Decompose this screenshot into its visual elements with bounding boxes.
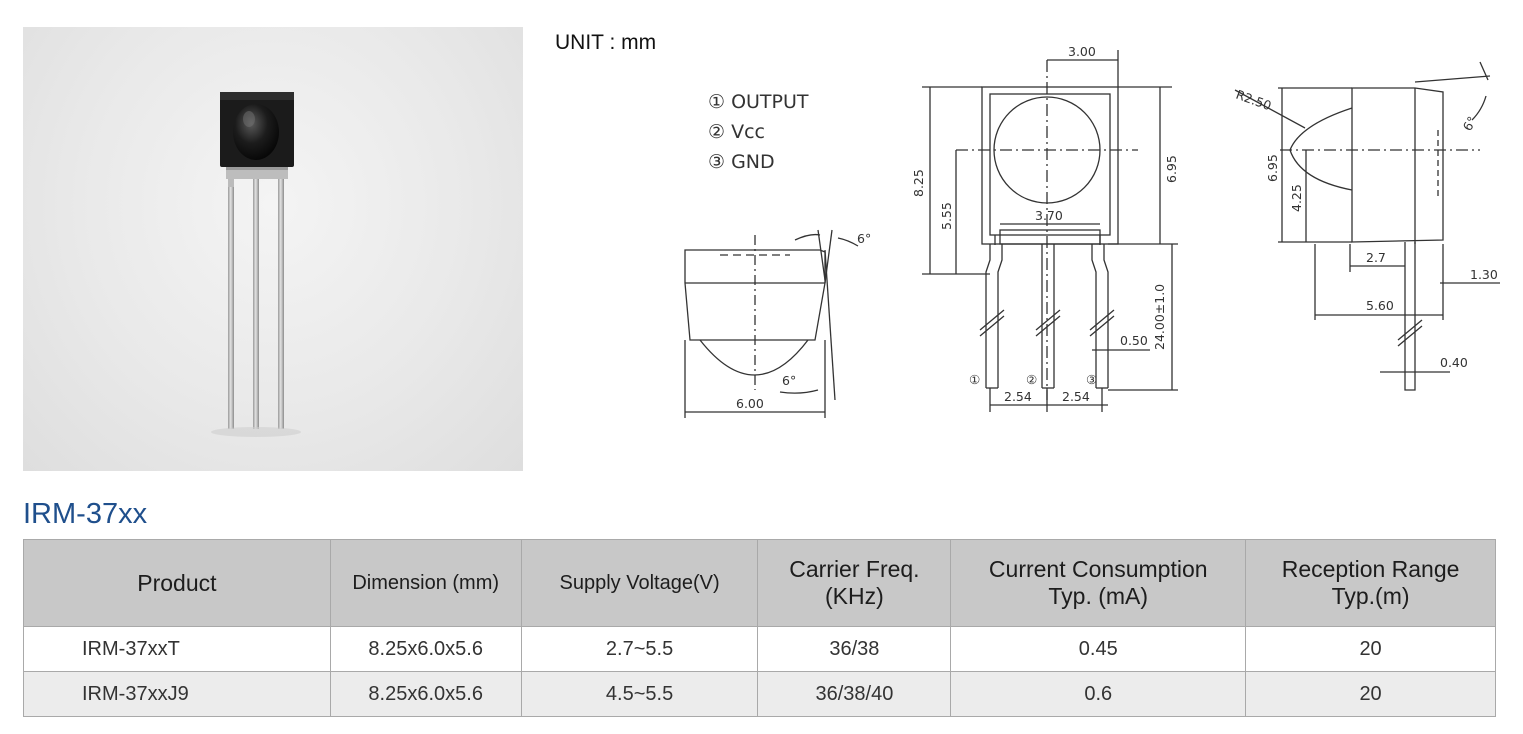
- dim-bottom-angle-top: 6°: [857, 231, 871, 246]
- header-current-line1: Current Consumption: [988, 556, 1208, 582]
- cell-voltage: 4.5~5.5: [520, 671, 759, 717]
- table-row: IRM-37xxT 8.25x6.0x5.6 2.7~5.5 36/38 0.4…: [23, 626, 1496, 672]
- dim-pitch-1: 2.54: [1004, 389, 1032, 404]
- header-current-line2: Typ. (mA): [1048, 583, 1149, 609]
- pin-mark-2: ②: [1026, 372, 1037, 387]
- dimension-drawing: ① OUTPUT ② Vcc ③ GND 6.00 6° 6° 3.00 8.2…: [684, 44, 1500, 418]
- table-header-row: Product Dimension (mm) Supply Voltage(V)…: [23, 539, 1496, 627]
- cell-freq: 36/38: [757, 626, 952, 672]
- pin-mark-3: ③: [1086, 372, 1097, 387]
- header-freq-line1: Carrier Freq.: [789, 556, 920, 582]
- cell-dimension: 8.25x6.0x5.6: [329, 626, 522, 672]
- dim-lead-width: 0.50: [1120, 333, 1148, 348]
- cell-current: 0.6: [950, 671, 1247, 717]
- cell-voltage: 2.7~5.5: [520, 626, 759, 672]
- ir-receiver-image: [211, 92, 301, 437]
- dim-side-b: 1.30: [1470, 267, 1498, 282]
- model-title: IRM-37xx: [23, 498, 148, 530]
- cell-dimension: 8.25x6.0x5.6: [329, 671, 522, 717]
- header-range-line2: Typ.(m): [1331, 583, 1410, 609]
- table-row: IRM-37xxJ9 8.25x6.0x5.6 4.5~5.5 36/38/40…: [23, 671, 1496, 717]
- cell-product: IRM-37xxJ9: [23, 671, 331, 717]
- header-dimension: Dimension (mm): [329, 539, 522, 627]
- unit-label: UNIT : mm: [555, 31, 657, 54]
- pin-2-label: ② Vcc: [708, 121, 765, 143]
- cell-current: 0.45: [950, 626, 1247, 672]
- cell-range: 20: [1245, 626, 1496, 672]
- dim-side-center-height: 4.25: [1289, 184, 1304, 212]
- dim-side-depth: 5.60: [1366, 298, 1394, 313]
- dim-front-lens-width: 3.70: [1035, 208, 1063, 223]
- dim-bottom-width: 6.00: [736, 396, 764, 411]
- header-product: Product: [23, 539, 331, 627]
- dim-side-a: 2.7: [1366, 250, 1386, 265]
- header-voltage: Supply Voltage(V): [520, 539, 759, 627]
- dim-side-lead: 0.40: [1440, 355, 1468, 370]
- dim-bottom-angle-low: 6°: [782, 373, 796, 388]
- cell-range: 20: [1245, 671, 1496, 717]
- dim-side-height: 6.95: [1265, 154, 1280, 182]
- cell-freq: 36/38/40: [757, 671, 952, 717]
- dim-pitch-2: 2.54: [1062, 389, 1090, 404]
- dim-lead-length: 24.00±1.0: [1152, 284, 1167, 350]
- header-range-line1: Reception Range: [1281, 556, 1460, 582]
- spec-table: Product Dimension (mm) Supply Voltage(V)…: [23, 539, 1496, 717]
- header-freq: Carrier Freq.(KHz): [757, 539, 952, 627]
- dim-side-angle: 6°: [1460, 114, 1480, 134]
- dim-front-inner-height: 6.95: [1164, 155, 1179, 183]
- cell-product: IRM-37xxT: [23, 626, 331, 672]
- pin-1-label: ① OUTPUT: [708, 91, 809, 113]
- product-photo: [23, 27, 523, 471]
- dim-side-radius: R2.50: [1234, 87, 1273, 114]
- dim-front-center-height: 5.55: [939, 202, 954, 230]
- pin-3-label: ③ GND: [708, 151, 775, 173]
- dim-front-top-width: 3.00: [1068, 44, 1096, 59]
- pin-mark-1: ①: [969, 372, 980, 387]
- dim-front-height: 8.25: [911, 169, 926, 197]
- header-freq-line2: (KHz): [825, 583, 884, 609]
